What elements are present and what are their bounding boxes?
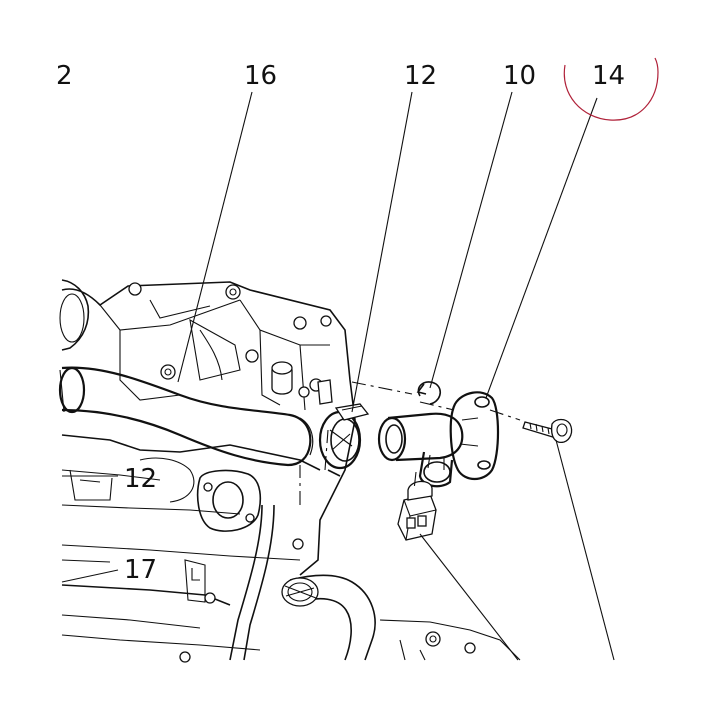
coolant-outlet-flange [377,391,500,488]
o-ring [416,381,442,405]
head-bolts [128,282,332,398]
lower-hose-clamp [281,577,319,607]
callout-17: 17 [124,555,157,585]
callout-14: 14 [592,61,625,91]
callout-16: 16 [244,61,277,91]
temperature-sensor [397,480,437,541]
mounting-bolt [522,418,573,444]
callout-12-left: 12 [124,464,157,494]
coolant-hose [58,366,314,467]
assembly-axis-lines [351,381,521,491]
highlight-circle [563,57,659,121]
figure-number: 2 [56,61,73,91]
leader-lines [61,91,615,661]
engine-block [59,279,521,663]
callout-12-top: 12 [404,61,437,91]
callout-10: 10 [503,61,536,91]
